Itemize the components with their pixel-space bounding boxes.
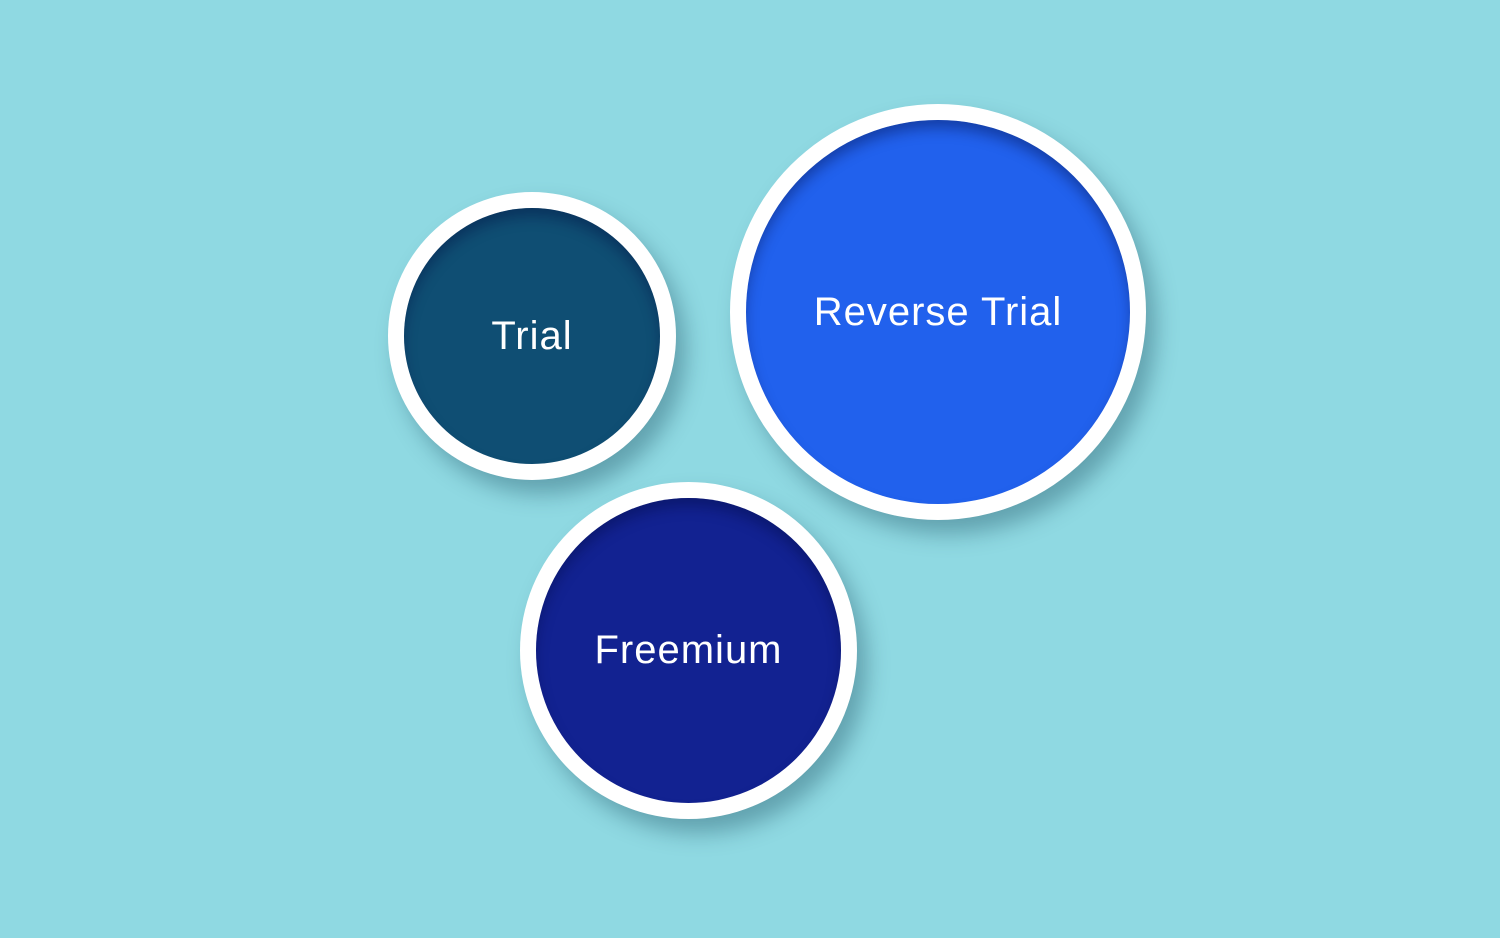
circle-freemium-label: Freemium — [594, 628, 783, 672]
circle-reverse-trial-fill: Reverse Trial — [746, 120, 1130, 504]
circle-freemium: Freemium — [520, 482, 857, 819]
circle-freemium-fill: Freemium — [536, 498, 841, 803]
circle-reverse-trial: Reverse Trial — [730, 104, 1146, 520]
circle-trial-fill: Trial — [404, 208, 660, 464]
circle-reverse-trial-label: Reverse Trial — [813, 289, 1063, 334]
circle-trial-label: Trial — [491, 313, 573, 358]
circle-trial: Trial — [388, 192, 676, 480]
